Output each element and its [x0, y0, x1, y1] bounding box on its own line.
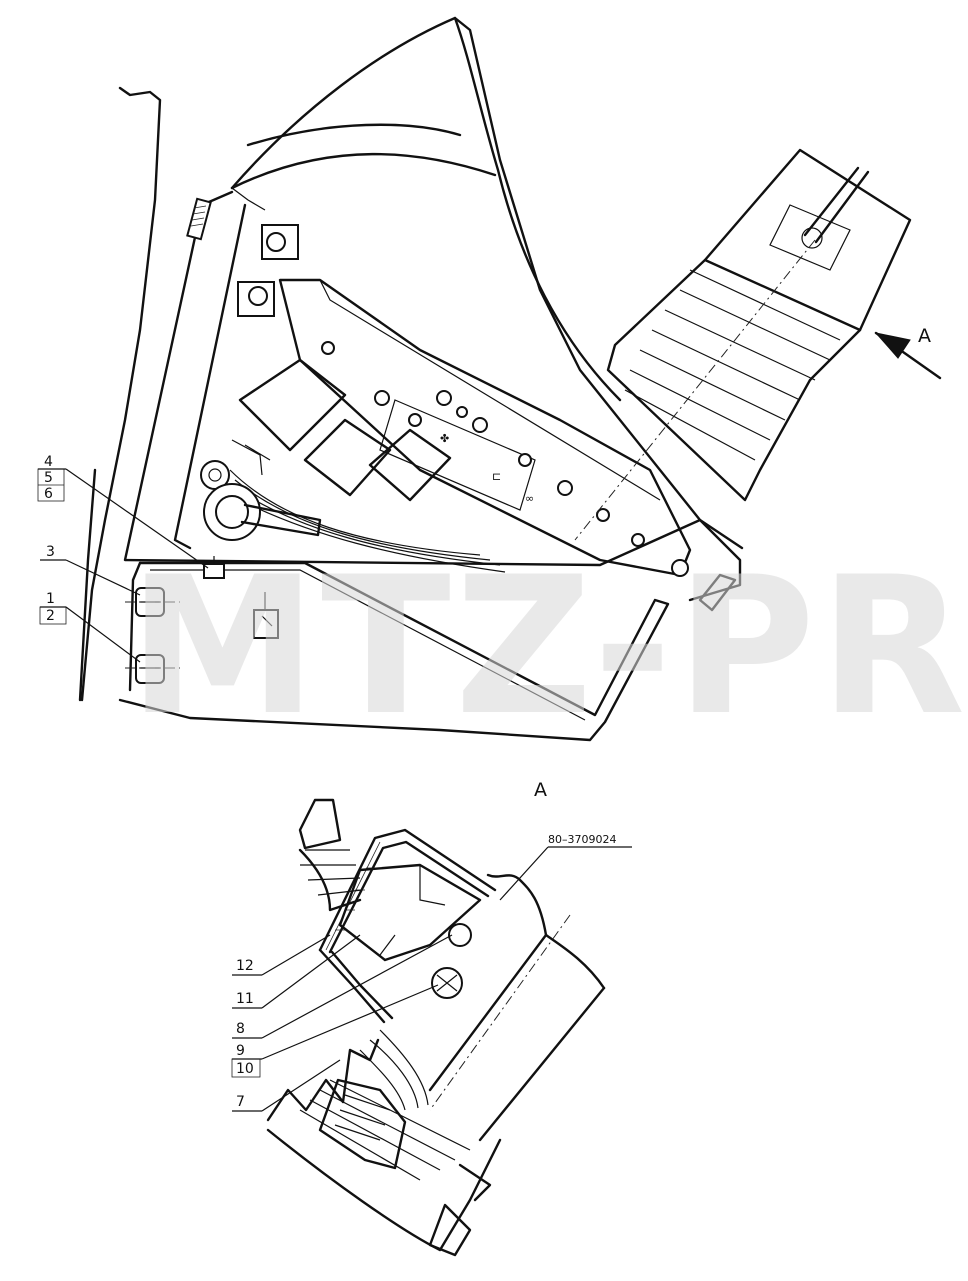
cab-pillar [78, 86, 162, 702]
main-assembly-view: ✤ ⊏ ∞ [37, 16, 942, 742]
callout-12: 12 [236, 958, 254, 974]
view-title: A [534, 779, 547, 801]
view-arrow: A [874, 325, 942, 380]
steering-column [574, 148, 912, 612]
callout-5: 5 [44, 470, 53, 486]
view-marker-label: A [918, 325, 931, 347]
callout-12-group: 12 [232, 934, 331, 976]
callout-7-group: 7 [232, 1059, 341, 1112]
detail-view-a: A 80–3709024 [231, 779, 632, 1257]
callout-8-group: 8 [232, 934, 453, 1039]
watermark: MTZ-PRO [128, 536, 968, 757]
shell-section [318, 828, 497, 1024]
steering-cowl [230, 16, 744, 550]
column-tube [428, 873, 606, 1142]
callout-10: 10 [236, 1061, 254, 1077]
switch-plate: ✤ ⊏ ∞ [278, 278, 692, 577]
callout-6: 6 [44, 486, 53, 502]
fan-symbol-icon: ✤ [440, 432, 449, 445]
callout-2: 2 [46, 608, 55, 624]
callout-8: 8 [236, 1021, 245, 1037]
callout-11-group: 11 [232, 934, 361, 1009]
pivots [200, 460, 322, 541]
callout-9-10-group: 9 10 [231, 984, 439, 1078]
switch-block [338, 863, 482, 999]
console-housing [123, 190, 742, 602]
relay-blocks [229, 358, 506, 573]
callout-3-group: 3 [40, 544, 141, 596]
symbol-icon: ∞ [525, 492, 534, 505]
callout-11: 11 [236, 991, 254, 1007]
callout-7: 7 [236, 1094, 245, 1110]
bolts [125, 587, 180, 684]
upper-bellows [298, 798, 363, 912]
part-number: 80–3709024 [548, 833, 617, 846]
symbol-icon: ⊏ [492, 470, 501, 483]
floor-bracket [118, 556, 670, 742]
part-number-callout: 80–3709024 [499, 833, 632, 901]
callout-4: 4 [44, 454, 53, 470]
callout-9: 9 [236, 1043, 245, 1059]
callout-1: 1 [46, 591, 55, 607]
lower-bellows [266, 1038, 502, 1257]
clamps [237, 224, 299, 317]
connector-plug [318, 1029, 429, 1170]
callout-3: 3 [46, 544, 55, 560]
hanging-connector [253, 592, 279, 639]
callout-stack-lower: 1 2 [39, 591, 141, 663]
callout-stack-upper: 4 5 6 [37, 454, 209, 569]
